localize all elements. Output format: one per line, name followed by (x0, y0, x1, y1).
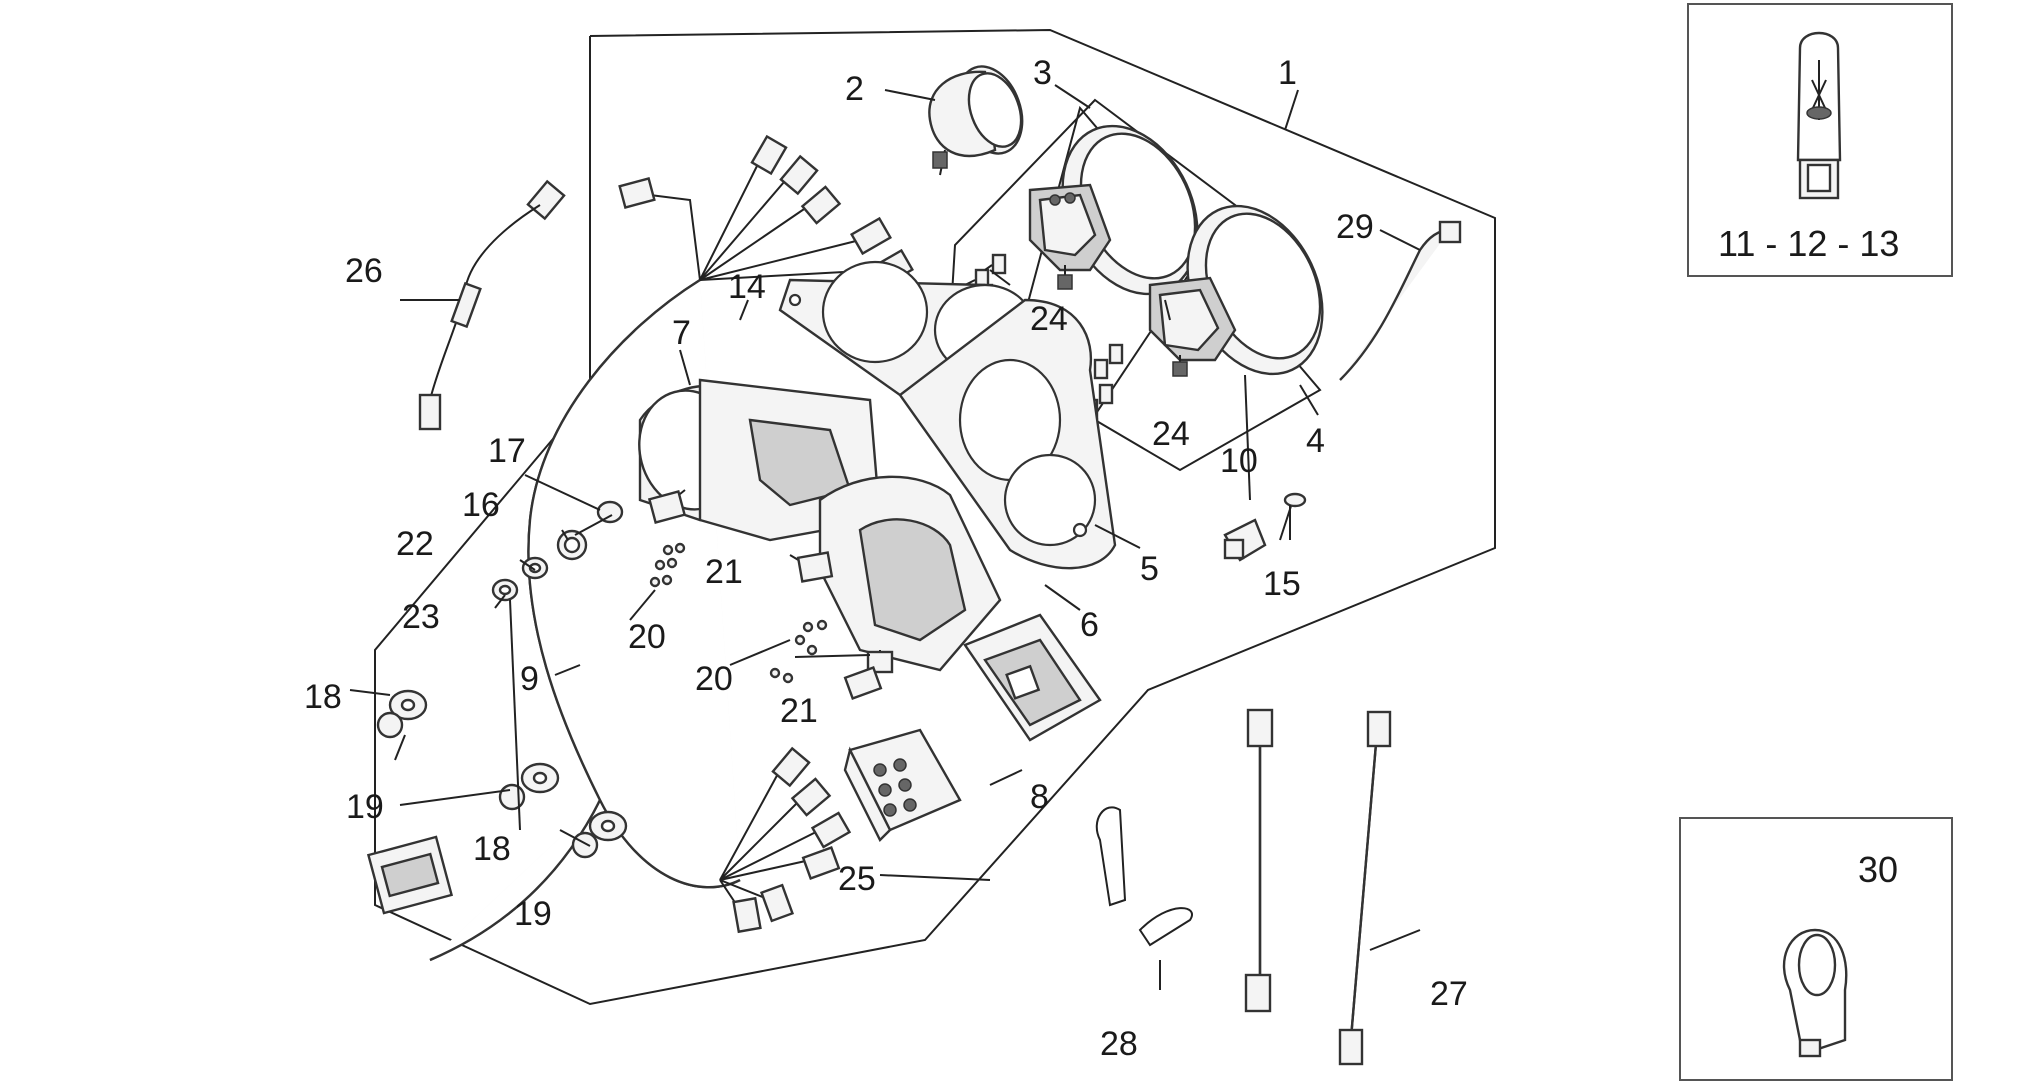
inset-clamp-label: 30 (1858, 849, 1898, 890)
callout-21a: 21 (705, 553, 743, 591)
callout-22: 22 (396, 525, 434, 563)
callout-18a: 18 (304, 678, 342, 716)
callout-4: 4 (1306, 422, 1325, 460)
callout-20a: 20 (628, 618, 666, 656)
callout-27: 27 (1430, 975, 1468, 1013)
callout-8: 8 (1030, 778, 1049, 816)
callout-7: 7 (672, 314, 691, 352)
callout-6: 6 (1080, 606, 1099, 644)
callout-19a: 19 (346, 788, 384, 826)
sensor-cable (418, 179, 566, 431)
callout-25: 25 (838, 860, 876, 898)
callout-14: 14 (728, 268, 766, 306)
inset-clamp: 30 (1679, 817, 1953, 1081)
callout-26: 26 (345, 252, 383, 290)
callout-9: 9 (520, 660, 539, 698)
inset-bulb: 11 - 12 - 13 (1687, 3, 1953, 277)
callout-23: 23 (402, 598, 440, 636)
callout-29: 29 (1336, 208, 1374, 246)
gauge-large-lower (1148, 204, 1324, 377)
connector-block-8 (843, 728, 962, 843)
callout-15: 15 (1263, 565, 1301, 603)
callout-labels: 1 2 3 4 5 6 7 8 9 10 14 15 16 17 18 18 1… (304, 54, 1468, 1063)
small-gauge (928, 65, 1024, 176)
callout-24a: 24 (1030, 300, 1068, 338)
callout-24b: 24 (1152, 415, 1190, 453)
callout-17: 17 (488, 432, 526, 470)
callout-16: 16 (462, 486, 500, 524)
housing-6 (789, 475, 1002, 701)
callout-1: 1 (1278, 54, 1297, 92)
cable-29 (1339, 220, 1462, 381)
leader-lines (349, 84, 1421, 990)
callout-28: 28 (1100, 1025, 1138, 1063)
callout-2: 2 (845, 70, 864, 108)
callout-20b: 20 (695, 660, 733, 698)
callout-3: 3 (1033, 54, 1052, 92)
inset-bulb-label: 11 - 12 - 13 (1718, 223, 1899, 264)
callout-10: 10 (1220, 442, 1258, 480)
callout-5: 5 (1140, 550, 1159, 588)
warning-light-housing (963, 613, 1102, 742)
grommet-screw (1223, 492, 1307, 562)
gauge-large-upper (1028, 124, 1199, 296)
gasket-5 (898, 298, 1117, 570)
callout-21b: 21 (780, 692, 818, 730)
assembly-outline (374, 28, 1496, 1006)
callout-18b: 18 (473, 830, 511, 868)
callout-19b: 19 (514, 895, 552, 933)
cable-27 (1338, 710, 1392, 1066)
cable-28 (1095, 708, 1274, 1013)
